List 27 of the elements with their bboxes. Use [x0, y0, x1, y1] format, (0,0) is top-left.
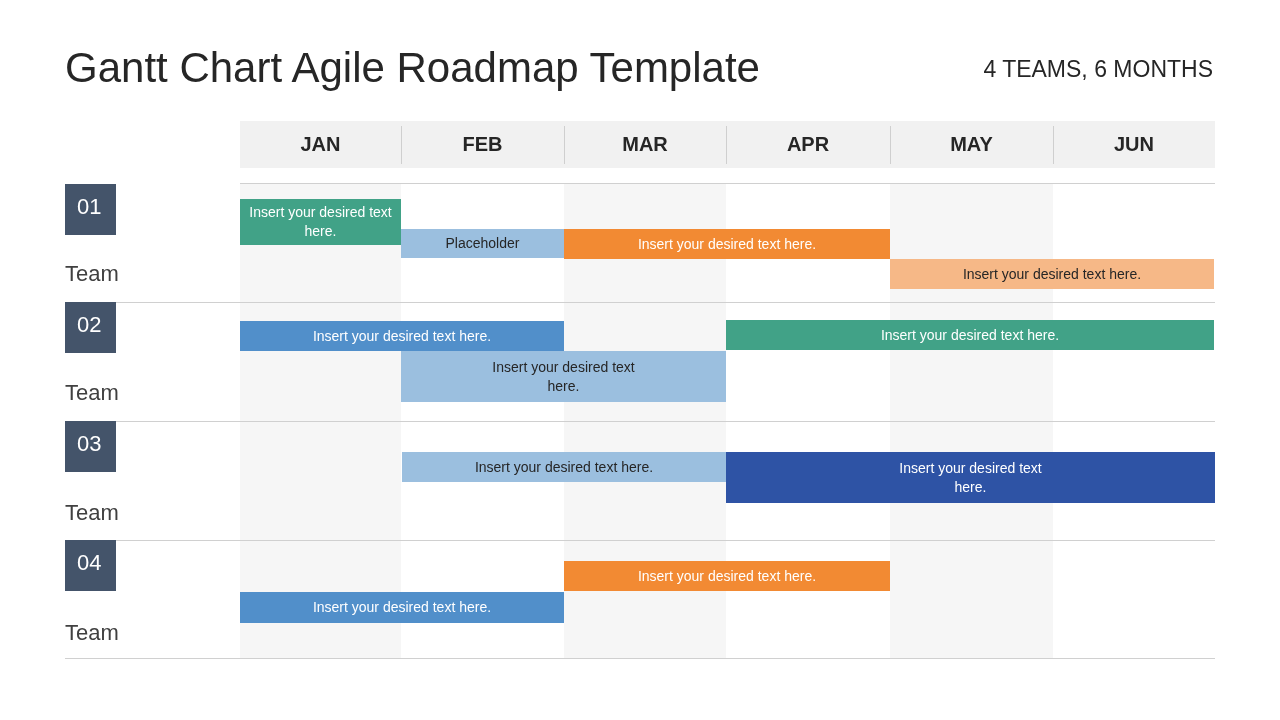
month-label: JUN [1113, 133, 1155, 157]
gantt-bar: Insert your desired text here. [564, 561, 890, 591]
gantt-bar: Insert your desired text here. [240, 592, 564, 623]
month-label: FEB [461, 133, 504, 157]
title: Gantt Chart Agile Roadmap Template [65, 44, 761, 93]
gantt-bar: Insert your desired text here. [240, 199, 401, 245]
team-label: Team [65, 500, 119, 526]
gantt-bar: Insert your desired text here. [564, 229, 890, 259]
team-number-box: 02 [65, 302, 116, 353]
gantt-bar: Insert your desired text here. [726, 320, 1214, 350]
subtitle: 4 TEAMS, 6 MONTHS [982, 56, 1213, 84]
gantt-bar: Insert your desired text here. [240, 321, 564, 351]
team-label: Team [65, 261, 119, 287]
gantt-bar: Insert your desired text here. [726, 452, 1215, 503]
team-number-box: 03 [65, 421, 116, 472]
team-number-box: 04 [65, 540, 116, 591]
team-number-box: 01 [65, 184, 116, 235]
team-label: Team [65, 620, 119, 646]
gantt-bar: Insert your desired text here. [401, 351, 726, 402]
month-label: MAY [949, 133, 994, 157]
month-label: MAR [621, 133, 669, 157]
gantt-bar: Insert your desired text here. [890, 259, 1214, 289]
gantt-bar: Placeholder [401, 229, 564, 258]
team-label: Team [65, 380, 119, 406]
gantt-bar: Insert your desired text here. [402, 452, 726, 482]
month-label: APR [785, 133, 831, 157]
month-label: JAN [299, 133, 342, 157]
